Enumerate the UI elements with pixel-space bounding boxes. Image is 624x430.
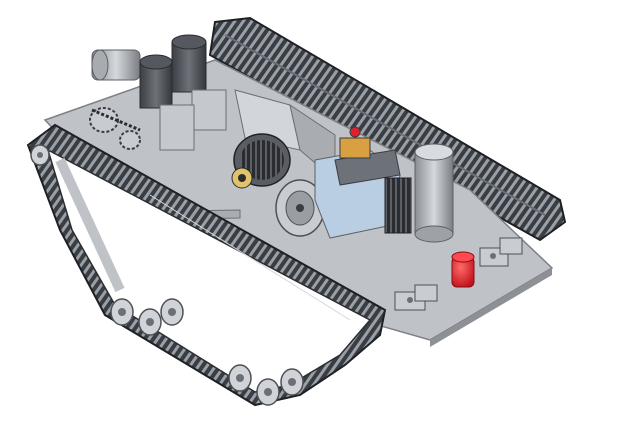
red-fitting (451, 251, 475, 288)
flywheel (275, 179, 325, 237)
control-knob (339, 126, 371, 159)
near-track (26, 123, 387, 407)
bearing-blocks (394, 237, 523, 311)
fuel-tank (414, 143, 454, 243)
road-wheels (30, 144, 304, 406)
rear-motor-twin (91, 49, 141, 81)
far-track (208, 16, 567, 242)
alternator (231, 133, 291, 189)
drive-motor-2 (139, 54, 195, 151)
drive-motor-1 (171, 34, 227, 131)
chain-sprocket (89, 107, 141, 150)
engine-block (314, 149, 412, 239)
